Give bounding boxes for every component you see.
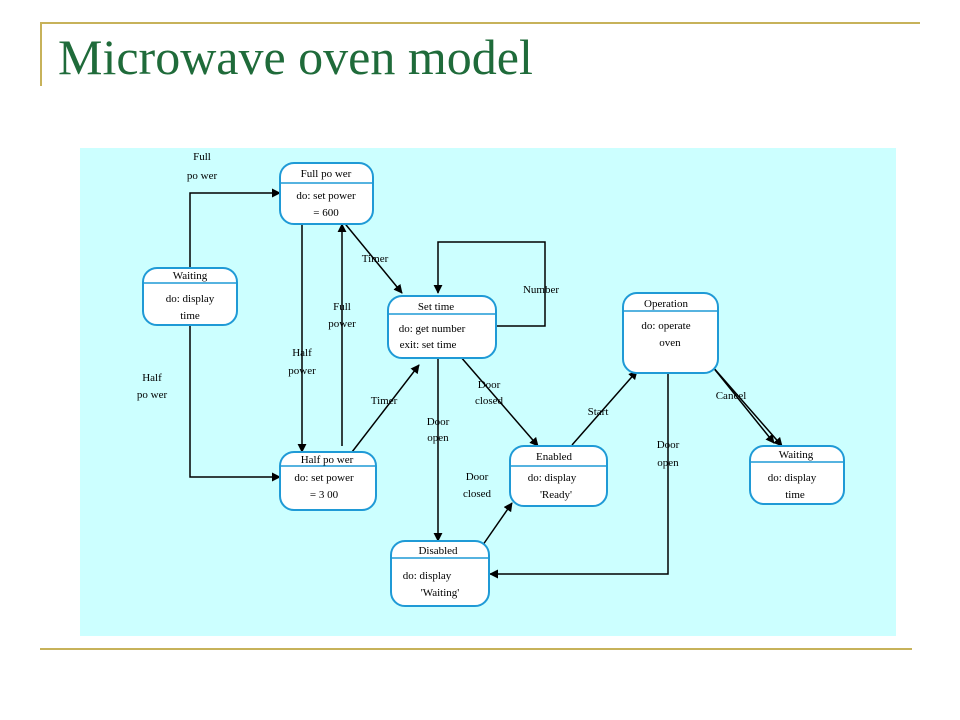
- state-activity: time: [785, 489, 805, 501]
- state-activity: do: display: [528, 472, 577, 484]
- diagram-panel: Full po wer Half po wer Half power Full …: [80, 148, 896, 636]
- transition-operation-door-open: [489, 373, 669, 579]
- label-door-open-operation-2: open: [657, 457, 679, 469]
- label-full-power-top-2: po wer: [187, 170, 218, 182]
- state-activity: time: [180, 310, 200, 322]
- transition-half-power-timer: [351, 364, 420, 453]
- state-activity: = 3 00: [310, 489, 339, 501]
- state-activity: 'Ready': [540, 489, 572, 501]
- state-name: Enabled: [536, 451, 573, 463]
- state-waiting-right: Waiting do: display time: [749, 445, 845, 505]
- label-door-open-settime: Door: [427, 416, 450, 428]
- label-full-power-top: Full: [193, 151, 211, 163]
- state-activity: do: display: [403, 570, 452, 582]
- label-half-power-mid-2: power: [288, 365, 316, 377]
- state-name: Set time: [418, 301, 454, 313]
- left-rule: [40, 22, 42, 86]
- transition-full-power-timer: [341, 219, 403, 294]
- state-activity: do: set power: [294, 472, 354, 484]
- label-half-power-left-2: po wer: [137, 389, 168, 401]
- state-name: Disabled: [418, 545, 458, 557]
- state-activity: oven: [659, 337, 681, 349]
- state-name: Waiting: [173, 270, 208, 282]
- state-disabled: Disabled do: display 'Waiting': [390, 540, 490, 607]
- state-activity: 'Waiting': [421, 587, 460, 599]
- state-full-power: Full po wer do: set power = 600: [279, 162, 374, 225]
- label-door-closed-disabled-2: closed: [463, 488, 492, 500]
- transition-waiting-to-full-power: [189, 188, 281, 268]
- state-activity: do: display: [768, 472, 817, 484]
- slide-title: Microwave oven model: [58, 29, 533, 85]
- state-activity: do: display: [166, 293, 215, 305]
- top-rule: [40, 22, 920, 24]
- state-activity: = 600: [313, 207, 339, 219]
- state-operation: Operation do: operate oven: [622, 292, 719, 374]
- label-door-closed-disabled: Door: [466, 471, 489, 483]
- transition-waiting-to-half-power: [189, 325, 281, 482]
- transition-settime-door-closed: [459, 355, 539, 447]
- state-activity: do: operate: [641, 320, 690, 332]
- label-full-power-mid-2: power: [328, 318, 356, 330]
- label-half-power-left: Half: [142, 372, 162, 384]
- state-activity: exit: set time: [400, 339, 457, 351]
- label-start: Start: [588, 406, 609, 418]
- state-name: Full po wer: [301, 168, 352, 180]
- state-name: Waiting: [779, 449, 814, 461]
- state-diagram: Full po wer Half po wer Half power Full …: [137, 151, 845, 607]
- label-full-power-mid: Full: [333, 301, 351, 313]
- label-number: Number: [523, 284, 559, 296]
- state-waiting-left: Waiting do: display time: [142, 267, 238, 326]
- transition-start: [571, 370, 638, 446]
- label-door-closed-settime: Door: [478, 379, 501, 391]
- label-door-closed-settime-2: closed: [475, 395, 504, 407]
- transition-operation-to-waiting: [711, 365, 783, 447]
- state-name: Half po wer: [301, 454, 354, 466]
- state-activity: do: get number: [399, 323, 466, 335]
- transition-labels: Full po wer Half po wer Half power Full …: [137, 151, 746, 500]
- state-activity: do: set power: [296, 190, 356, 202]
- state-set-time: Set time do: get number exit: set time: [387, 295, 497, 359]
- label-door-open-settime-2: open: [427, 432, 449, 444]
- label-cancel: Cancel: [716, 390, 747, 402]
- label-timer-bottom: Timer: [371, 395, 398, 407]
- state-name: Operation: [644, 298, 688, 310]
- label-door-open-operation: Door: [657, 439, 680, 451]
- label-timer-top: Timer: [362, 253, 389, 265]
- state-half-power: Half po wer do: set power = 3 00: [279, 451, 377, 511]
- label-half-power-mid: Half: [292, 347, 312, 359]
- bottom-rule: [40, 648, 912, 650]
- transition-number-loop: [433, 241, 546, 327]
- state-enabled: Enabled do: display 'Ready': [509, 445, 608, 507]
